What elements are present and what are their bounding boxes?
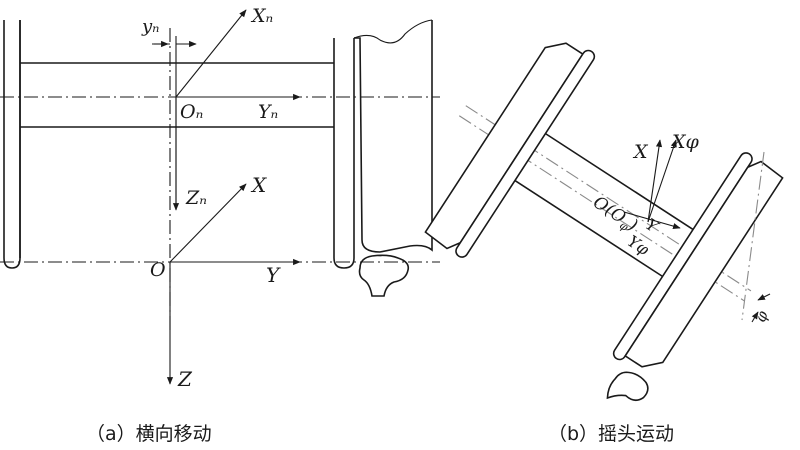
label-Y: Y [266,263,281,287]
rail-head-left [358,254,410,297]
axis-X-b [647,139,663,223]
axis-Xphi [647,139,677,223]
panel-yaw-motion: X Xφ O(Oφ) Y Yφ φ （b）摇头运动 [424,42,784,445]
caption-a: （a）横向移动 [86,423,212,445]
axle [20,62,334,128]
label-phi: φ [751,308,772,324]
label-Yphi: Yφ [624,231,653,259]
right-wheel [333,19,433,269]
label-Xphi: Xφ [670,131,700,153]
yawed-left-wheel [424,42,596,258]
panel-lateral-displacement: yₙ Xₙ Oₙ Yₙ Zₙ X O Y Z （a）横向移动 [0,5,440,445]
axis-Xn [175,9,247,98]
rail-head-right [606,371,649,402]
left-wheel [3,20,21,269]
label-X-b: X [632,141,649,163]
label-X: X [250,173,267,197]
label-Z: Z [177,367,193,391]
caption-b: （b）摇头运动 [548,423,674,445]
axis-X [169,183,247,263]
label-yn: yₙ [141,16,159,37]
label-Xn: Xₙ [250,5,273,27]
label-Zn: Zₙ [185,187,207,209]
label-O: O [150,259,166,281]
yawed-axle [512,131,696,279]
yawed-right-wheel [612,152,784,368]
yaw-angle-marker [741,151,771,323]
label-On: Oₙ [180,101,203,123]
axis-Y-b [623,211,681,230]
label-Yn: Yₙ [258,101,278,123]
